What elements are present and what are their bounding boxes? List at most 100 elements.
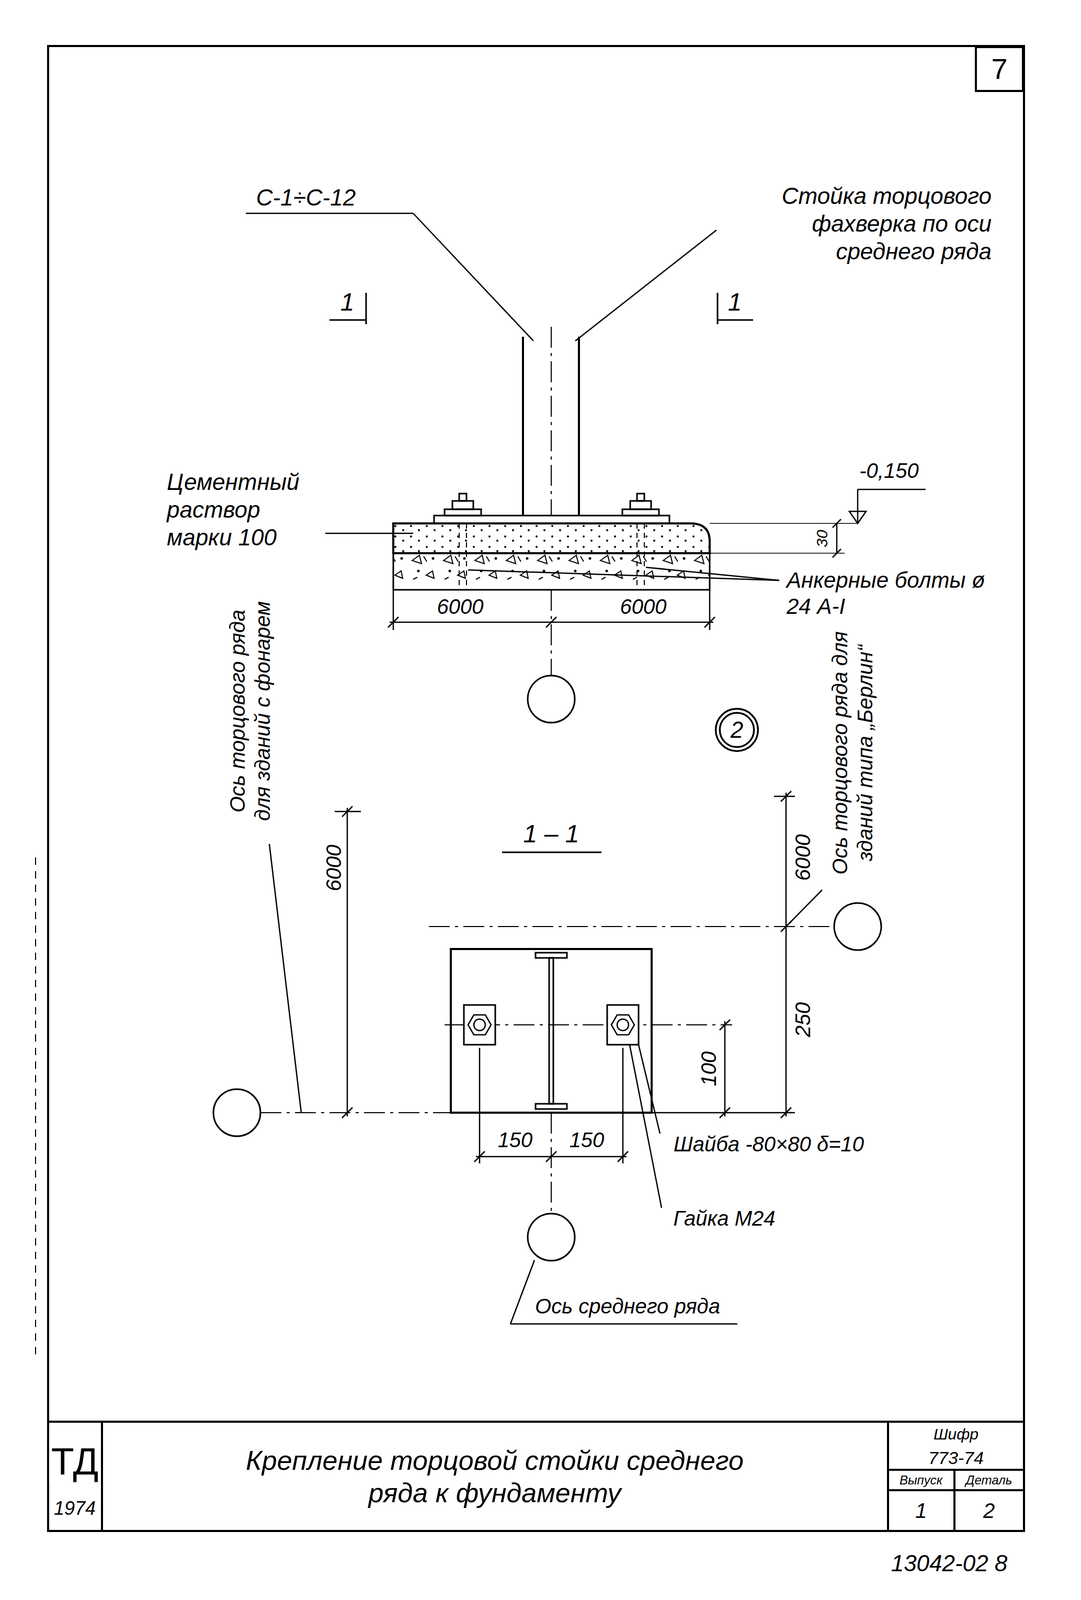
axis-line	[213, 1089, 261, 1137]
column-elevation	[550, 326, 552, 516]
foundation	[393, 553, 710, 590]
column-elevation	[630, 501, 652, 510]
material-note: Цементный раствор марки 100	[164, 468, 317, 552]
sheet-frame	[48, 46, 1024, 1532]
axis-line	[527, 1213, 575, 1261]
elevation-mark	[836, 523, 838, 554]
foundation	[393, 523, 710, 590]
dimension-line	[719, 1107, 731, 1119]
dimension-value: 6000	[435, 594, 486, 620]
column-elevation	[521, 336, 525, 516]
double-circle-outline	[715, 709, 759, 752]
column-elevation	[459, 493, 467, 502]
section-mark	[717, 292, 719, 325]
section-mark	[717, 319, 754, 322]
elevation-mark	[857, 488, 926, 491]
leader-line	[245, 213, 823, 1325]
leader-line	[510, 1260, 535, 1325]
dimension-line	[617, 1151, 629, 1163]
dimension-line	[388, 617, 399, 628]
base-plate-plan	[473, 1019, 486, 1031]
anchor-bolt-hidden	[636, 523, 638, 587]
anchor-bolt-hidden	[458, 523, 460, 587]
drawing-title: Крепление торцовой стойки среднего ряда …	[222, 1444, 767, 1510]
leader-line	[245, 212, 414, 215]
elevation-mark	[832, 549, 841, 558]
dimension-value: 6000	[321, 843, 347, 894]
elevation-mark	[709, 489, 926, 558]
dimension-line	[474, 1151, 485, 1163]
callout-number: 2	[730, 717, 744, 743]
elevation-mark	[709, 552, 845, 554]
column-elevation	[444, 509, 482, 516]
elevation-mark	[709, 522, 858, 525]
section-mark	[365, 292, 368, 325]
elevation-mark	[849, 511, 867, 524]
elevation-mark	[832, 519, 841, 528]
sheet-frame	[888, 1469, 1024, 1472]
title-block-cell: ТД	[49, 1439, 101, 1485]
leader-line	[510, 1323, 738, 1326]
title-block-cell: 1	[913, 1498, 929, 1524]
anchor-bolt-hidden	[643, 523, 645, 587]
title-block-cell: 773-74	[926, 1447, 986, 1470]
base-plate-plan	[607, 1005, 639, 1045]
section-mark: 1	[338, 287, 357, 318]
leader-line	[413, 213, 534, 341]
dimension-line	[704, 617, 715, 628]
base-plate-plan	[450, 949, 652, 1113]
dimension-value: 100	[696, 1049, 722, 1089]
leader-line	[325, 532, 414, 535]
axis-line	[550, 1112, 552, 1214]
section-mark: 1	[725, 287, 745, 318]
sheet-frame	[48, 46, 1024, 1532]
part-note: Гайка М24	[671, 1205, 778, 1232]
sheet-frame	[100, 1421, 104, 1532]
leader-line	[627, 1034, 662, 1209]
dimension-value: 6000	[618, 594, 669, 620]
sheet-frame	[48, 1420, 1024, 1424]
leader-line	[269, 844, 302, 1113]
axis-line	[834, 903, 882, 951]
title-block-cell: Деталь	[963, 1473, 1015, 1489]
title-block-cell: 2	[981, 1498, 997, 1524]
dimension-line	[622, 1048, 624, 1164]
column-elevation	[434, 326, 670, 524]
sheet-number: 7	[991, 52, 1008, 86]
axis-note: Ось торцового ряда для зданий с фонарем	[224, 588, 276, 835]
sheet-frame	[953, 1470, 956, 1532]
foundation	[393, 523, 710, 554]
dimension-value: 6000	[790, 832, 816, 884]
dimension-line	[724, 1021, 726, 1117]
title-block-cell: 1974	[51, 1497, 98, 1520]
column-elevation	[452, 501, 474, 510]
title-block-cell: Шифр	[931, 1425, 981, 1444]
axis-line	[213, 589, 882, 1261]
drawing-number: 13042-02 8	[889, 1550, 1010, 1578]
column-elevation	[434, 515, 670, 524]
leader-line	[575, 230, 717, 341]
dimension-value: 150	[495, 1127, 536, 1153]
base-plate-plan	[450, 949, 652, 1113]
sheet-number-box: 7	[974, 46, 1024, 93]
part-note: Шайба -80×80 δ=10	[671, 1131, 867, 1157]
column-elevation	[622, 509, 659, 516]
section-mark	[329, 292, 754, 853]
elevation-mark	[857, 489, 859, 524]
base-plate-plan	[549, 958, 554, 1105]
dimension-line	[392, 589, 395, 631]
axis-note: Ось торцового ряда для зданий типа „Берл…	[827, 622, 878, 884]
part-note: Анкерные болты ø 24 А-I	[784, 567, 994, 621]
dimension-value: 250	[790, 1000, 816, 1040]
binding-margin	[35, 857, 37, 1358]
dimension-line	[651, 1112, 795, 1114]
column-elevation	[636, 493, 645, 502]
dimension-line	[342, 806, 353, 817]
part-mark: С-1÷С-12	[254, 184, 358, 212]
detail-callout: 2	[714, 707, 760, 753]
dimension-line	[774, 795, 795, 798]
dimension-line	[346, 808, 349, 1117]
base-plate-plan	[617, 1019, 629, 1031]
base-plate-plan	[463, 1005, 496, 1045]
